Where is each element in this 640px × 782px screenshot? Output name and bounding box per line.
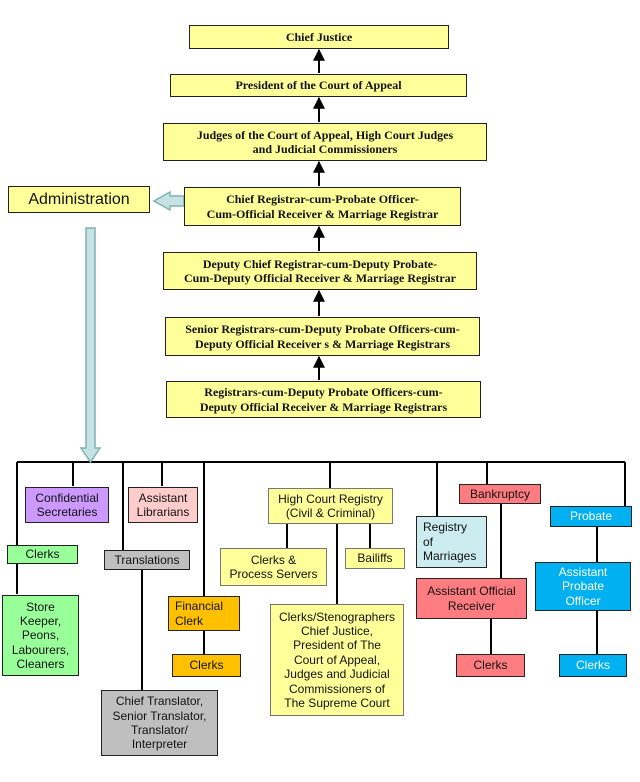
clerks-probate-label: Clerks [575, 658, 610, 673]
bailiffs-box: Bailiffs [345, 548, 405, 569]
chief-justice-label: Chief Justice [285, 29, 353, 44]
administration-label: Administration [28, 190, 130, 208]
judges-box: Judges of the Court of Appeal, High Cour… [163, 123, 487, 161]
chief-registrar-line-1: Chief Registrar-cum-Probate Officer- [226, 192, 419, 207]
senior-registrars-line-1: Senior Registrars-cum-Deputy Probate Off… [185, 322, 460, 337]
high-court-registry-line-2: (Civil & Criminal) [285, 506, 376, 520]
clerks-bankruptcy-box: Clerks [456, 654, 525, 677]
store-keeper-line-3: Peons, [21, 628, 60, 643]
store-keeper-line-5: Cleaners [16, 657, 65, 672]
financial-clerk-line-1: Financial [175, 599, 224, 614]
assistant-probate-officer-line-1: Assistant [558, 564, 608, 579]
clerks-stenographers-line-7: The Supreme Court [284, 695, 390, 710]
clerks-process-servers-box: Clerks &Process Servers [220, 548, 327, 586]
assistant-official-receiver-line-2: Receiver [447, 598, 496, 613]
president-label: President of the Court of Appeal [235, 78, 402, 93]
high-court-registry-line-1: High Court Registry [278, 491, 383, 506]
deputy-chief-registrar-box: Deputy Chief Registrar-cum-Deputy Probat… [163, 252, 477, 290]
clerks-admin-box: Clerks [7, 545, 78, 564]
clerks-probate-box: Clerks [559, 654, 627, 677]
confidential-secretaries-line-1: Confidential [35, 490, 99, 505]
registry-of-marriages-line-3: Marriages [423, 549, 477, 564]
chief-translator-box: Chief Translator,Senior Translator,Trans… [101, 690, 218, 756]
high-court-registry-box: High Court Registry(Civil & Criminal) [268, 488, 393, 524]
clerks-admin-label: Clerks [25, 547, 60, 562]
clerks-process-servers-line-2: Process Servers [229, 567, 318, 581]
clerks-stenographers-line-5: Judges and Judicial [284, 667, 390, 682]
assistant-librarians-line-1: Assistant [138, 490, 188, 505]
senior-registrars-line-2: Deputy Official Receiver s & Marriage Re… [194, 336, 451, 351]
clerks-financial-label: Clerks [189, 658, 224, 673]
translations-label: Translations [114, 552, 180, 567]
bailiffs-label: Bailiffs [357, 551, 393, 566]
translations-box: Translations [104, 550, 190, 570]
chief-translator-line-2: Senior Translator, [112, 708, 207, 723]
probate-box: Probate [550, 506, 632, 527]
admin-arrow-down [79, 227, 102, 464]
administration-box: Administration [8, 186, 150, 213]
clerks-process-servers-line-1: Clerks & [250, 552, 297, 567]
judges-label-line-2: and Judicial Commissioners [252, 142, 398, 156]
financial-clerk-line-2: Clerk [175, 613, 204, 628]
clerks-stenographers-line-1: Clerks/Stenographers [278, 609, 396, 624]
assistant-librarians-line-2: Librarians [136, 505, 190, 519]
deputy-chief-line-1: Deputy Chief Registrar-cum-Deputy Probat… [202, 256, 438, 271]
registrars-line-1: Registrars-cum-Deputy Probate Officers-c… [204, 385, 443, 400]
clerks-stenographers-line-6: Commissioners of [288, 681, 386, 696]
probate-label: Probate [569, 509, 613, 524]
chief-registrar-line-2: Cum-Official Receiver & Marriage Registr… [206, 206, 439, 221]
chief-translator-line-4: Interpreter [131, 737, 188, 752]
bankruptcy-label: Bankruptcy [469, 486, 531, 501]
deputy-chief-line-2: Cum-Deputy Official Receiver & Marriage … [183, 271, 456, 285]
clerks-financial-box: Clerks [172, 654, 241, 677]
store-keeper-line-4: Labourers, [11, 642, 70, 657]
bankruptcy-box: Bankruptcy [459, 484, 541, 504]
chief-registrar-box: Chief Registrar-cum-Probate Officer-Cum-… [184, 187, 461, 226]
store-keeper-line-1: Store [26, 599, 55, 614]
registry-of-marriages-line-2: of [423, 534, 434, 549]
president-court-of-appeal-box: President of the Court of Appeal [170, 74, 467, 97]
judges-label-line-1: Judges of the Court of Appeal, High Cour… [196, 127, 454, 142]
admin-arrow-left [152, 190, 185, 212]
assistant-probate-officer-line-3: Officer [565, 593, 601, 608]
clerks-stenographers-line-2: Chief Justice, [300, 624, 374, 639]
chief-justice-box: Chief Justice [189, 25, 449, 49]
store-keeper-line-2: Keeper, [19, 613, 62, 628]
assistant-official-receiver-line-1: Assistant Official [427, 584, 516, 599]
clerks-bankruptcy-label: Clerks [473, 658, 508, 673]
registry-of-marriages-line-1: Registry [423, 520, 468, 535]
registrars-box: Registrars-cum-Deputy Probate Officers-c… [166, 381, 481, 418]
chief-translator-line-1: Chief Translator, [115, 694, 204, 709]
confidential-secretaries-line-2: Secretaries [36, 505, 98, 519]
senior-registrars-box: Senior Registrars-cum-Deputy Probate Off… [165, 317, 480, 356]
chief-translator-line-3: Translator/ [131, 723, 188, 737]
clerks-stenographers-line-4: Court of Appeal, [293, 652, 381, 667]
clerks-stenographers-line-3: President of The [293, 638, 381, 653]
assistant-probate-officer-line-2: Probate [561, 579, 605, 594]
registrars-line-2: Deputy Official Receiver & Marriage Regi… [199, 399, 448, 414]
